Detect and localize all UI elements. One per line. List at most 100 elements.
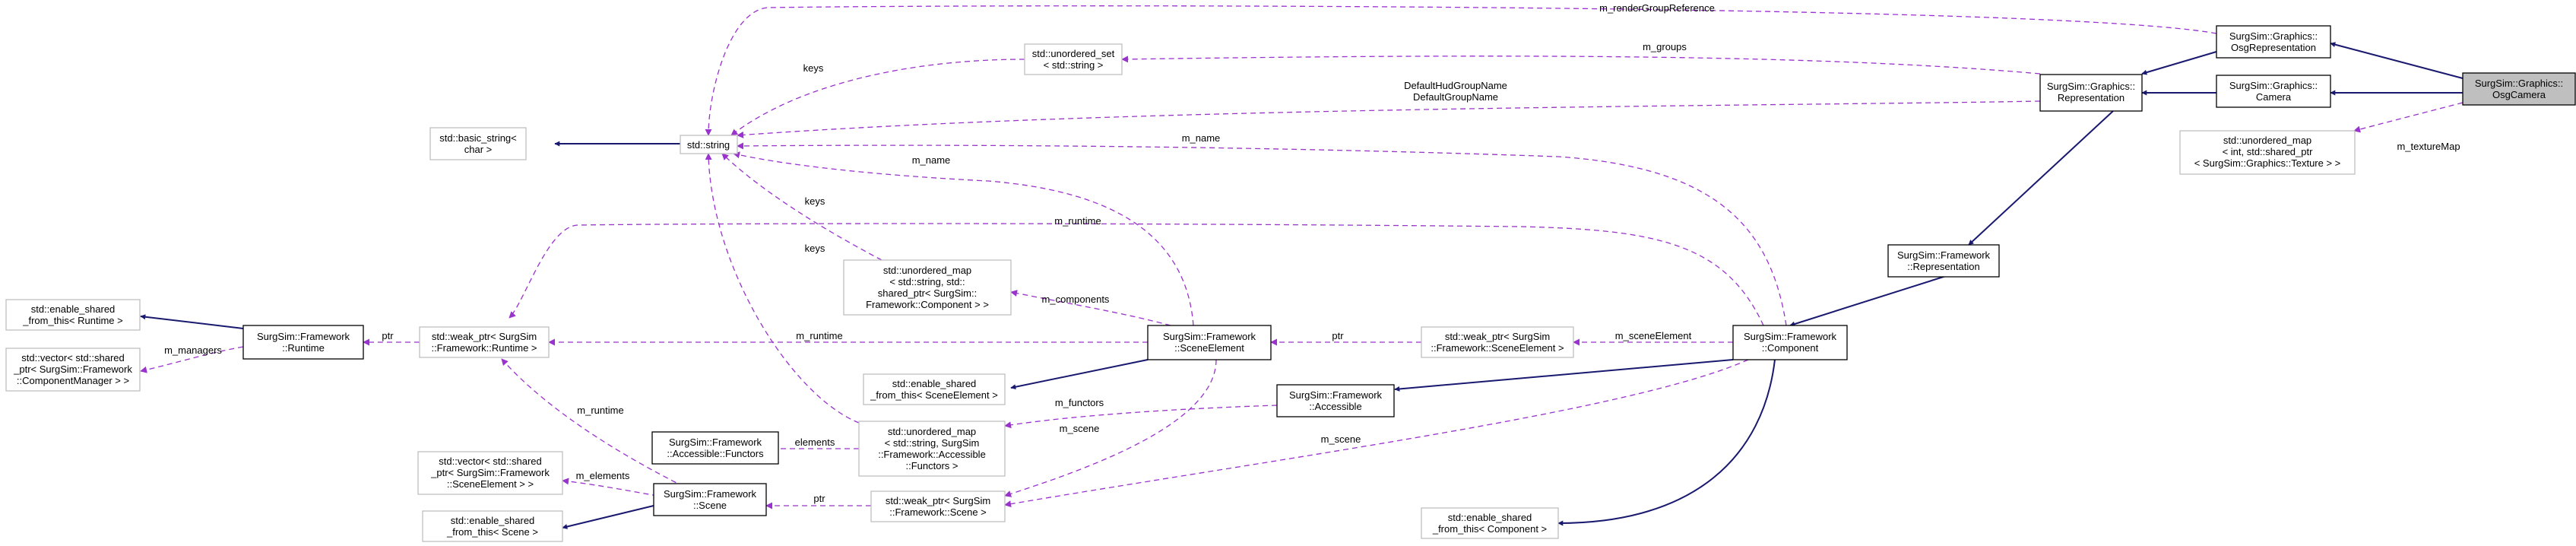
edge-uset-keys	[730, 59, 1025, 136]
svg-text:std::weak_ptr< SurgSim: std::weak_ptr< SurgSim	[1445, 331, 1550, 342]
edge-scenelem-scene	[1004, 359, 1217, 497]
label-elements: elements	[795, 436, 835, 448]
label-scene-element-name: m_name	[912, 154, 951, 166]
svg-text:::Framework::SceneElement >: ::Framework::SceneElement >	[1431, 342, 1564, 354]
label-render-group-reference: m_renderGroupReference	[1599, 2, 1715, 14]
class-node-component[interactable]: SurgSim::Framework ::Component	[1732, 325, 1848, 360]
class-node-string[interactable]: std::string	[680, 135, 738, 154]
class-node-esft-component[interactable]: std::enable_shared _from_this< Component…	[1421, 507, 1559, 539]
class-node-scene[interactable]: SurgSim::Framework ::Scene	[653, 483, 767, 516]
class-nodes: SurgSim::Graphics:: OsgCamera SurgSim::G…	[5, 25, 2576, 542]
class-node-unordered-set[interactable]: std::unordered_set < std::string >	[1024, 43, 1123, 75]
class-node-accessible[interactable]: SurgSim::Framework ::Accessible	[1276, 384, 1395, 417]
class-node-functors[interactable]: SurgSim::Framework ::Accessible::Functor…	[651, 431, 779, 465]
inheritance-edges	[140, 42, 2464, 529]
edge-scene-elements	[562, 478, 658, 497]
class-node-osg-representation[interactable]: SurgSim::Graphics:: OsgRepresentation	[2216, 25, 2331, 59]
class-node-vector-component-managers[interactable]: std::vector< std::shared _ptr< SurgSim::…	[5, 348, 141, 392]
class-node-camera[interactable]: SurgSim::Graphics:: Camera	[2216, 75, 2331, 108]
class-node-runtime[interactable]: SurgSim::Framework ::Runtime	[242, 325, 364, 360]
svg-text:std::unordered_set: std::unordered_set	[1032, 48, 1115, 59]
class-node-scene-element[interactable]: SurgSim::Framework ::SceneElement	[1147, 325, 1272, 360]
class-node-esft-scene[interactable]: std::enable_shared _from_this< Scene >	[422, 510, 563, 542]
edge-osgcamera-to-osgrep	[2330, 42, 2464, 79]
svg-text:::Runtime: ::Runtime	[282, 342, 325, 354]
class-node-unordered-map-components[interactable]: std::unordered_map < std::string, std:: …	[843, 259, 1012, 316]
svg-text:std::unordered_map: std::unordered_map	[2223, 135, 2311, 146]
svg-text:SurgSim::Graphics::: SurgSim::Graphics::	[2475, 78, 2563, 89]
label-components: m_components	[1042, 294, 1110, 305]
class-node-esft-scene-element[interactable]: std::enable_shared _from_this< SceneElem…	[863, 373, 1006, 405]
edge-comp-to-esft-comp	[1557, 359, 1776, 526]
svg-text:OsgRepresentation: OsgRepresentation	[2231, 42, 2316, 53]
svg-text:std::basic_string<: std::basic_string<	[439, 132, 517, 144]
label-umap-comp-keys: keys	[805, 195, 825, 207]
label-weak-scene-element-ptr: ptr	[1332, 330, 1344, 341]
label-functors: m_functors	[1055, 397, 1104, 408]
svg-text:std::enable_shared: std::enable_shared	[451, 515, 535, 526]
svg-text:::Functors >: ::Functors >	[906, 460, 958, 471]
usage-edges	[140, 5, 2464, 509]
svg-text:::SceneElement: ::SceneElement	[1174, 342, 1244, 354]
class-node-texture-map[interactable]: std::unordered_map < int, std::shared_pt…	[2179, 130, 2356, 175]
svg-text:shared_ptr< SurgSim::: shared_ptr< SurgSim::	[878, 287, 977, 299]
edge-groups	[1121, 56, 2041, 75]
label-component-name: m_name	[1182, 132, 1221, 144]
edge-scenelem-name	[733, 151, 1194, 326]
edge-osgcamera-texmap	[2353, 102, 2464, 133]
svg-text:::SceneElement > >: ::SceneElement > >	[447, 478, 534, 490]
edge-fwrep-to-comp	[1789, 275, 1947, 327]
class-node-unordered-map-functors[interactable]: std::unordered_map < std::string, SurgSi…	[858, 421, 1006, 477]
svg-text:::ComponentManager > >: ::ComponentManager > >	[17, 375, 129, 386]
class-node-vector-scene-elements[interactable]: std::vector< std::shared _ptr< SurgSim::…	[417, 451, 563, 495]
class-node-framework-representation[interactable]: SurgSim::Framework ::Representation	[1887, 244, 2000, 278]
class-node-esft-runtime[interactable]: std::enable_shared _from_this< Runtime >	[5, 299, 141, 331]
class-node-weak-ptr-runtime[interactable]: std::weak_ptr< SurgSim ::Framework::Runt…	[419, 326, 550, 358]
svg-text:_from_this< SceneElement >: _from_this< SceneElement >	[870, 389, 998, 401]
svg-text:SurgSim::Framework: SurgSim::Framework	[1289, 389, 1383, 401]
svg-text:SurgSim::Framework: SurgSim::Framework	[1163, 331, 1256, 342]
svg-text:std::unordered_map: std::unordered_map	[888, 426, 976, 437]
svg-text:SurgSim::Framework: SurgSim::Framework	[669, 436, 762, 448]
svg-text:_from_this< Runtime >: _from_this< Runtime >	[22, 315, 123, 326]
edge-components	[1010, 290, 1171, 326]
svg-text:::Accessible: ::Accessible	[1309, 401, 1361, 412]
class-node-osg-camera[interactable]: SurgSim::Graphics:: OsgCamera	[2462, 72, 2576, 106]
svg-text:Framework::Component > >: Framework::Component > >	[866, 299, 989, 310]
label-texture-map: m_textureMap	[2397, 141, 2460, 152]
svg-text:SurgSim::Framework: SurgSim::Framework	[1744, 331, 1837, 342]
label-umap-func-keys: keys	[805, 243, 825, 254]
edge-hud-group-names	[737, 100, 2041, 138]
label-weak-runtime-ptr: ptr	[382, 330, 394, 341]
edge-functors	[1004, 405, 1278, 429]
svg-text:_from_this< Scene >: _from_this< Scene >	[446, 526, 538, 538]
class-node-basic-string[interactable]: std::basic_string< char >	[429, 127, 527, 160]
edge-comp-to-accessible	[1394, 359, 1734, 392]
svg-text:< std::string >: < std::string >	[1044, 59, 1104, 71]
svg-text:_ptr< SurgSim::Framework: _ptr< SurgSim::Framework	[13, 363, 132, 375]
class-node-weak-ptr-scene-element[interactable]: std::weak_ptr< SurgSim ::Framework::Scen…	[1421, 326, 1574, 358]
edge-grep-to-fwrep	[1968, 110, 2114, 246]
svg-text:< int, std::shared_ptr: < int, std::shared_ptr	[2223, 146, 2314, 157]
edge-runtime-to-esft-rt	[140, 314, 244, 329]
svg-text:OsgCamera: OsgCamera	[2492, 89, 2546, 100]
label-scene-runtime: m_runtime	[577, 405, 623, 416]
svg-text:_ptr< SurgSim::Framework: _ptr< SurgSim::Framework	[430, 467, 550, 478]
class-node-weak-ptr-scene[interactable]: std::weak_ptr< SurgSim ::Framework::Scen…	[870, 490, 1006, 522]
label-scene-element: m_sceneElement	[1615, 330, 1692, 341]
label-weak-scene-ptr: ptr	[813, 493, 825, 504]
svg-text:::Representation: ::Representation	[1907, 261, 1979, 272]
class-node-graphics-representation[interactable]: SurgSim::Graphics:: Representation	[2039, 74, 2143, 112]
svg-text:SurgSim::Framework: SurgSim::Framework	[1897, 249, 1991, 261]
edge-scenelem-to-esft-se	[1010, 359, 1149, 390]
svg-text:std::weak_ptr< SurgSim: std::weak_ptr< SurgSim	[886, 495, 990, 506]
edge-render-group-reference	[705, 5, 2217, 136]
label-groups: m_groups	[1643, 41, 1687, 52]
edge-labels: m_renderGroupReference m_groups DefaultH…	[164, 2, 2460, 504]
svg-text:SurgSim::Framework: SurgSim::Framework	[257, 331, 350, 342]
svg-text:::Framework::Scene >: ::Framework::Scene >	[889, 506, 987, 518]
svg-text:Representation: Representation	[2058, 92, 2124, 103]
edge-umap-comp-keys	[721, 153, 882, 261]
svg-text:SurgSim::Graphics::: SurgSim::Graphics::	[2047, 81, 2135, 92]
